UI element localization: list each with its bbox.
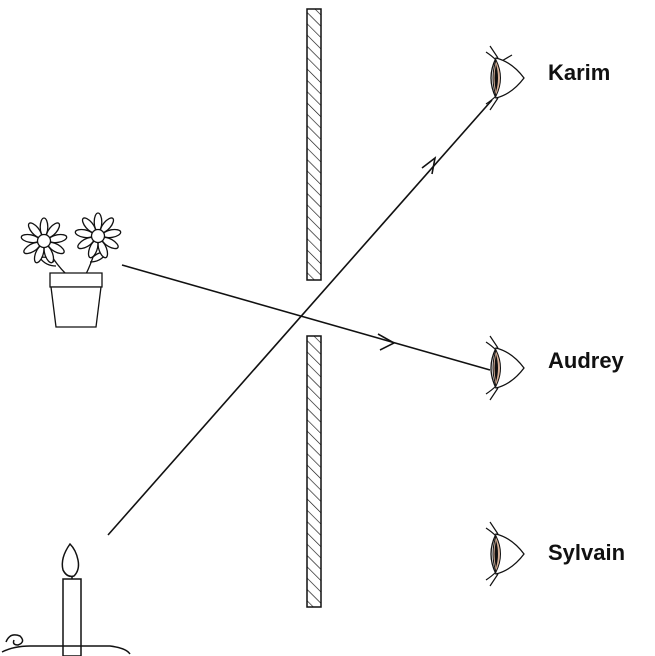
screen-lower (306, 335, 322, 608)
screen-upper (306, 8, 322, 281)
label-karim: Karim (548, 60, 611, 85)
candle-icon (1, 542, 131, 656)
eye-icon-sylvain (485, 521, 525, 587)
eye-icon-audrey (485, 335, 525, 401)
flower-pot-icon (20, 212, 122, 328)
ray-flower-to-audrey (121, 264, 491, 371)
eye-icon-karim (485, 45, 525, 111)
ray-candle-to-karim (107, 99, 493, 536)
label-sylvain: Sylvain (548, 540, 626, 565)
label-audrey: Audrey (548, 348, 624, 373)
